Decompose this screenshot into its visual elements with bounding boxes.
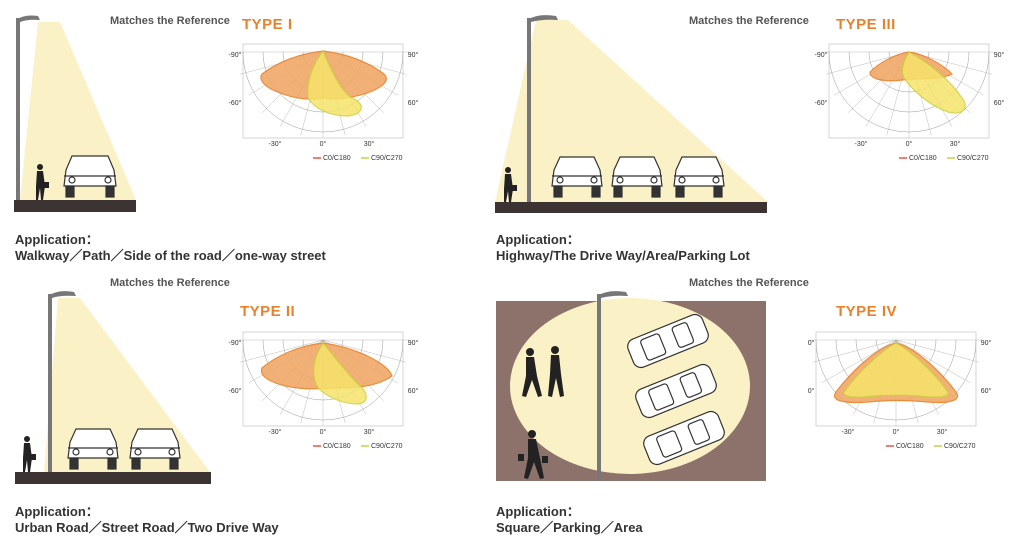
car-icon — [643, 410, 725, 466]
application-text: Highway/The Drive Way/Area/Parking Lot — [496, 248, 750, 263]
light-pole — [527, 18, 531, 202]
angle-label: 90° — [408, 51, 418, 59]
car-icon — [627, 313, 709, 369]
angle-label: 30° — [364, 428, 375, 436]
panel-type-3: Matches the Reference TYPE III -90° 90° -6… — [480, 0, 1024, 276]
angle-label: 0° — [893, 428, 900, 436]
type-title: TYPE II — [240, 303, 296, 320]
application-label: Application： — [15, 504, 99, 519]
reference-note: Matches the Reference — [110, 277, 230, 289]
application-label: Application： — [15, 232, 99, 247]
lamp-head — [597, 291, 628, 298]
application-text: Urban Road／Street Road／Two Drive Way — [15, 520, 279, 535]
reference-note: Matches the Reference — [689, 15, 809, 27]
light-pole — [597, 294, 601, 481]
angle-label: -90° — [815, 51, 828, 59]
c90-c270-curve — [307, 49, 362, 117]
car-icon — [611, 156, 663, 198]
angle-label: 90° — [981, 339, 992, 347]
pedestrian-icon — [36, 164, 49, 200]
pedestrian-icon — [522, 348, 542, 397]
c90-c270-curve — [843, 342, 949, 398]
legend-label-c0: C0/C180 — [896, 443, 924, 450]
angle-label: 60° — [994, 99, 1005, 107]
angle-label: 30° — [950, 140, 961, 148]
car-icon — [635, 363, 717, 419]
type-title: TYPE III — [836, 16, 896, 33]
angle-label: -60° — [229, 387, 242, 395]
angle-label: -60° — [808, 387, 815, 395]
c90-c270-curve — [901, 51, 966, 114]
angle-label: 0° — [320, 428, 327, 436]
type-title: TYPE IV — [836, 303, 898, 320]
angle-label: 0° — [320, 140, 327, 148]
legend-label-c0: C0/C180 — [909, 155, 937, 162]
angle-label: -30° — [269, 140, 282, 148]
street-scene-type-1 — [14, 15, 136, 212]
angle-label: -90° — [229, 339, 242, 347]
angle-label: -60° — [815, 99, 828, 107]
road-ground — [14, 200, 136, 212]
angle-label: -30° — [855, 140, 868, 148]
polar-spoke — [322, 339, 407, 363]
legend-label-c90: C90/C270 — [957, 155, 989, 162]
angle-label: -90° — [229, 51, 242, 59]
legend-label-c0: C0/C180 — [323, 155, 351, 162]
angle-label: -90° — [808, 339, 815, 347]
application-label: Application： — [496, 232, 580, 247]
application-label: Application： — [496, 504, 580, 519]
reference-note: Matches the Reference — [689, 277, 809, 289]
pedestrian-icon — [504, 167, 517, 202]
application-text: Walkway／Path／Side of the road／one-way st… — [15, 248, 326, 263]
angle-label: 60° — [981, 387, 992, 395]
polar-spoke — [239, 339, 324, 363]
polar-chart-type-1: -90° 90° -60° 60° -30° 0° 30° C0/C180 C90/C270 — [229, 43, 418, 162]
road-ground — [15, 472, 211, 484]
polar-chart-type-2: -90° 90° -60° 60° -30° 0° 30° C0/C180 C90/C270 — [229, 331, 418, 450]
panel-type-4: Matches the Reference TYPE IV -90° 90° -60… — [480, 276, 1024, 552]
pedestrian-icon — [518, 430, 548, 479]
lamp-head — [16, 15, 40, 22]
c90-c270-curve — [313, 342, 367, 405]
legend-label-c90: C90/C270 — [944, 443, 976, 450]
polar-chart-type-4: -90° 90° -60° 60° -30° 0° 30° C0/C180 C90/C270 — [808, 331, 992, 450]
type-title: TYPE I — [242, 16, 293, 33]
angle-label: 60° — [408, 387, 418, 395]
legend-label-c90: C90/C270 — [371, 443, 403, 450]
car-icon — [67, 428, 119, 470]
lamp-head — [48, 291, 76, 298]
application-text: Square／Parking／Area — [496, 520, 643, 535]
street-scene-type-3 — [495, 15, 768, 213]
angle-label: 30° — [937, 428, 948, 436]
panel-type-2: Matches the Reference TYPE II -90° 90° -60… — [0, 276, 512, 552]
legend-label-c0: C0/C180 — [323, 443, 351, 450]
plaza-scene-type-4 — [496, 291, 766, 481]
legend-label-c90: C90/C270 — [371, 155, 403, 162]
light-pole — [48, 294, 52, 472]
polar-spoke — [812, 339, 897, 363]
angle-label: -60° — [229, 99, 242, 107]
car-icon — [551, 156, 603, 198]
pedestrian-icon — [548, 346, 564, 397]
reference-note: Matches the Reference — [110, 15, 230, 27]
angle-label: 90° — [994, 51, 1005, 59]
pedestrian-icon — [23, 436, 36, 472]
car-icon — [673, 156, 725, 198]
angle-label: 0° — [906, 140, 913, 148]
angle-label: -30° — [842, 428, 855, 436]
light-pole — [16, 18, 20, 200]
polar-chart-type-3: -90° 90° -60° 60° -30° 0° 30° C0/C180 C90/C270 — [815, 43, 1005, 162]
angle-label: 90° — [408, 339, 418, 347]
angle-label: 30° — [364, 140, 375, 148]
panel-type-1: Matches the Reference TYPE I -90° 90° -60°… — [0, 0, 512, 276]
angle-label: 60° — [408, 99, 418, 107]
street-scene-type-2 — [15, 291, 211, 484]
polar-spoke — [895, 339, 980, 363]
road-ground — [495, 202, 767, 213]
light-beam — [44, 298, 210, 472]
car-icon — [129, 428, 181, 470]
lamp-head — [527, 15, 558, 22]
angle-label: -30° — [269, 428, 282, 436]
car-icon — [63, 155, 117, 198]
